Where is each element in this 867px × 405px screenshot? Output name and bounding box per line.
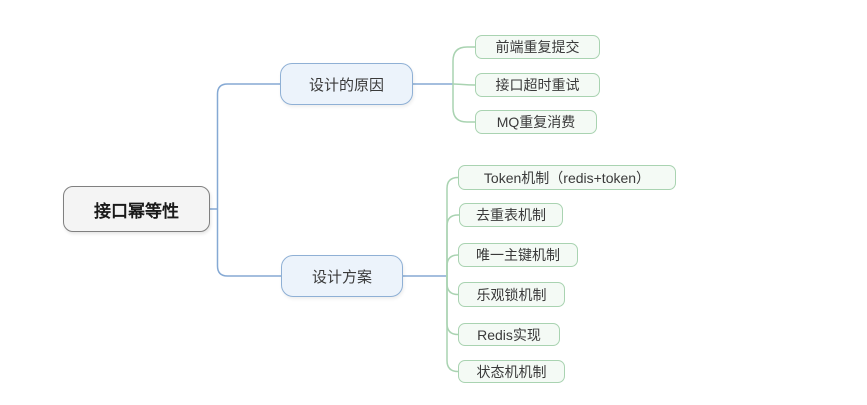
connector-root-to-branch-reasons xyxy=(216,83,280,209)
leaf-node-token-mechanism[interactable]: Token机制（redis+token） xyxy=(458,165,676,190)
leaf-node-mq-duplicate-consume[interactable]: MQ重复消费 xyxy=(475,110,597,134)
leaf-node-dedup-table[interactable]: 去重表机制 xyxy=(459,203,563,227)
leaf-node-redis-implementation[interactable]: Redis实现 xyxy=(458,323,560,346)
connector-leaf-mq-duplicate xyxy=(452,84,475,123)
connector-leaf-optimistic-lock xyxy=(446,276,459,296)
connector-leaf-timeout-retry xyxy=(452,83,476,86)
leaf-node-frontend-resubmit[interactable]: 前端重复提交 xyxy=(475,35,600,59)
leaf-node-timeout-retry[interactable]: 接口超时重试 xyxy=(475,73,600,97)
branch-node-design-reasons[interactable]: 设计的原因 xyxy=(280,63,413,105)
connector-root-to-branch-solutions xyxy=(216,209,281,277)
branch-node-design-solutions[interactable]: 设计方案 xyxy=(281,255,403,297)
leaf-node-state-machine[interactable]: 状态机机制 xyxy=(458,360,565,383)
connector-leaf-redis xyxy=(446,276,459,336)
connector-leaf-state-machine xyxy=(446,276,459,373)
connector-leaf-token xyxy=(446,176,459,276)
leaf-node-unique-primary-key[interactable]: 唯一主键机制 xyxy=(458,243,578,267)
connector-leaf-unique-key xyxy=(446,254,459,276)
root-node-idempotency[interactable]: 接口幂等性 xyxy=(63,186,210,232)
connector-leaf-dedup-table xyxy=(446,214,459,276)
leaf-node-optimistic-lock[interactable]: 乐观锁机制 xyxy=(458,282,565,307)
connector-leaf-frontend-resubmit xyxy=(452,46,475,84)
